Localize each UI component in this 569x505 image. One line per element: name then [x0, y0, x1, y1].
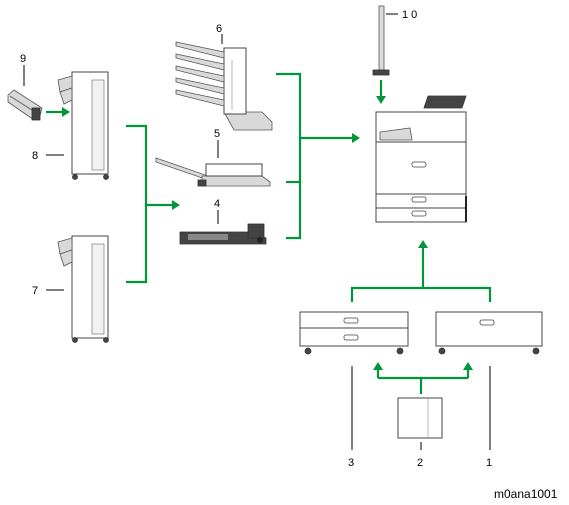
large-capacity-tray-1: [435, 311, 543, 355]
finisher-7: [57, 235, 109, 343]
figure-code: m0ana1001: [494, 487, 558, 501]
bridge-unit-9: [7, 89, 43, 121]
printer-main: [375, 95, 467, 223]
arrowhead-9-to-8: [62, 107, 70, 117]
arrowhead-options-to-printer: [352, 133, 360, 143]
arrowhead-trays-to-printer: [418, 240, 428, 248]
paper-feed-unit-3: [299, 311, 409, 355]
arrowhead-2-to-1: [463, 362, 473, 370]
callout-8: 8: [32, 150, 38, 162]
internal-tray-4: [179, 223, 267, 245]
arrowhead-10-to-printer: [376, 96, 386, 104]
callout-5: 5: [214, 128, 220, 140]
callout-6: 6: [216, 23, 222, 35]
arrowhead-2-to-3: [373, 362, 383, 370]
pole-10: [372, 5, 390, 76]
callout-10: 1 0: [402, 9, 417, 21]
callout-2: 2: [417, 457, 423, 469]
arrowhead-finishers-to-trays: [172, 200, 180, 210]
finisher-8: [57, 71, 109, 180]
cabinet-2: [397, 397, 443, 439]
callout-3: 3: [348, 457, 354, 469]
bracket-finishers: [126, 124, 148, 284]
callout-1: 1: [486, 457, 492, 469]
callout-7: 7: [32, 285, 38, 297]
callout-4: 4: [214, 198, 220, 210]
bracket-output-options: [276, 72, 302, 240]
callout-9: 9: [20, 53, 26, 65]
shift-tray-5: [155, 157, 271, 187]
bracket-paper-trays: [350, 286, 492, 302]
mailbox-6: [175, 41, 273, 131]
